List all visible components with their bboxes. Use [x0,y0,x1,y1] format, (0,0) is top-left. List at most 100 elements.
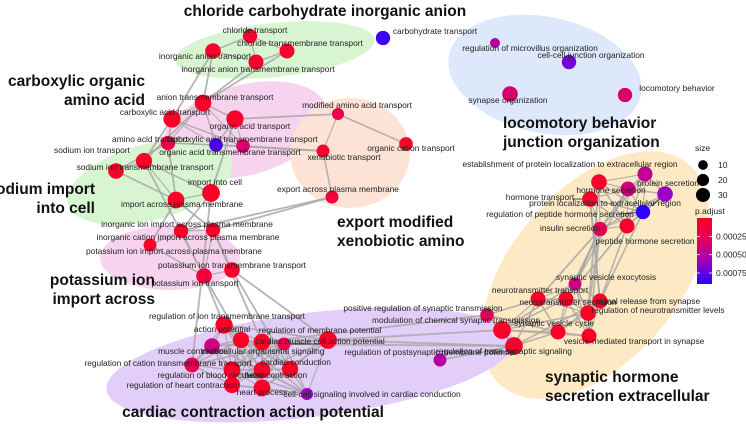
node-regulation-of-trans-synaptic-signaling[interactable] [505,337,523,355]
node-regulation-of-membrane-potential[interactable] [319,331,337,349]
network-edge [599,225,628,302]
node-inorganic-anion-transmembrane-transport[interactable] [248,54,264,70]
node-label-modified-amino-acid-transport: modified amino acid transport [302,100,413,110]
node-regulation-of-heart-contraction[interactable] [223,376,241,394]
node-export-across-plasma-membrane[interactable] [325,190,339,204]
node-import-across-plasma-membrane[interactable] [167,191,185,209]
node-cell-cell-signaling-involved-in-cardiac-conduction[interactable] [300,387,314,401]
node-sodium-ion-transport[interactable] [135,152,153,170]
network-edge [501,329,590,337]
node-label-protein-localization-to-extracellular-region: protein localization to extracellular re… [529,198,681,208]
node-vesicle-mediated-transport-in-synapse[interactable] [581,328,597,344]
node-multicellular-organismal-signaling[interactable] [253,333,271,351]
network-edge [223,324,329,341]
node-modulation-of-chemical-synaptic-transmission[interactable] [493,321,511,339]
node-regulation-of-microvillus-organization[interactable] [490,38,500,48]
node-heart-contraction[interactable] [253,361,271,379]
node-protein-secretion[interactable] [620,181,636,197]
node-regulation-of-ion-transmembrane-transport[interactable] [215,316,233,334]
node-synapse-organization[interactable] [502,86,518,102]
node-regulation-of-neurotransmitter-levels[interactable] [580,305,596,321]
node-action-potential[interactable] [232,331,250,349]
network-edge [171,118,244,147]
size-legend-dot-20 [696,173,710,187]
node-modified-amino-acid-transport[interactable] [331,107,345,121]
node-label-potassium-ion-transport: potassium ion transport [151,278,239,288]
node-regulation-of-peptide-hormone-secretion[interactable] [635,204,651,220]
node-label-inorganic-anion-transmembrane-transport: inorganic anion transmembrane transport [181,64,335,74]
node-neurotransmitter-transport[interactable] [530,291,546,307]
node-carboxylic-acid-transport[interactable] [163,110,181,128]
network-edge [202,50,288,104]
network-edge [203,229,214,277]
node-label-cardiac-conduction: cardiac conduction [261,357,331,367]
node-chloride-transmembrane-transport[interactable] [279,43,295,59]
node-organic-cation-transport[interactable] [399,137,413,151]
node-import-into-cell[interactable] [202,184,220,202]
node-heart-process[interactable] [253,379,271,397]
node-peptide-hormone-secretion[interactable] [619,218,635,234]
node-signal-release-from-synapse[interactable] [592,293,608,309]
network-edge [149,244,205,277]
network-edge [240,339,308,395]
node-label-cell-cell-signaling-involved-in-cardiac-conduction: cell-cell signaling involved in cardiac … [283,389,461,399]
node-sodium-ion-transmembrane-transport[interactable] [108,163,124,179]
node-inorganic-ion-import-across-plasma-membrane[interactable] [173,223,189,239]
node-cardiac-conduction[interactable] [281,360,299,378]
node-cardiac-muscle-cell-action-potential[interactable] [277,337,291,351]
node-muscle-contraction[interactable] [204,338,220,354]
node-neurotransmitter-secretion[interactable] [558,291,574,307]
node-label-organic-cation-transport: organic cation transport [367,143,455,153]
node-synaptic-vesicle-exocytosis[interactable] [568,277,582,291]
node-label-regulation-of-blood-circulation: regulation of blood circulation [158,370,267,380]
node-chloride-transport[interactable] [242,28,258,44]
node-label-modulation-of-chemical-synaptic-transmission: modulation of chemical synaptic transmis… [372,315,540,325]
network-edge [149,199,177,246]
node-insulin-secretion[interactable] [592,221,608,237]
node-synaptic-vesicle-cycle[interactable] [550,324,566,340]
node-potassium-ion-transmembrane-transport[interactable] [224,262,240,278]
node-organic-acid-transport[interactable] [226,110,244,128]
node-protein-localization-to-extracellular-region[interactable] [657,186,673,202]
network-edge [322,150,333,198]
network-edge [212,229,263,343]
network-edge [537,228,601,300]
node-carbohydrate-transport[interactable] [375,30,391,46]
node-positive-regulation-of-synaptic-transmission[interactable] [480,308,494,322]
node-establishment-of-protein-localization-to-extracellular-region[interactable] [637,166,653,182]
node-inorganic-cation-import-across-plasma-membrane[interactable] [205,222,221,238]
node-inorganic-anion-transport[interactable] [205,43,221,59]
network-edge [234,113,339,120]
node-locomotory-behavior[interactable] [617,87,633,103]
network-edge [167,142,177,201]
node-amino-acid-transport[interactable] [160,135,176,151]
network-edge [215,144,324,152]
network-edge [501,283,576,331]
node-hormone-secretion[interactable] [591,174,607,190]
node-regulation-of-cation-transmembrane-transport[interactable] [184,357,200,373]
node-regulation-of-postsynaptic-membrane-potential[interactable] [433,353,447,367]
node-label-sodium-ion-transport: sodium ion transport [54,145,131,155]
cluster-ellipse-cardiac [106,307,514,423]
network-edge [231,343,285,371]
node-hormone-transport[interactable] [582,191,598,207]
network-edge [589,198,601,302]
node-cell-cell-junction-organization[interactable] [561,54,577,70]
node-potassium-ion-transport[interactable] [196,268,212,284]
node-carboxylic-acid-transmembrane-transport[interactable] [209,138,223,152]
network-edge [240,339,263,389]
network-edge [337,113,407,145]
node-label-positive-regulation-of-synaptic-transmission: positive regulation of synaptic transmis… [343,303,503,313]
node-label-peptide-hormone-secretion: peptide hormone secretion [595,236,695,246]
network-edge [599,173,646,230]
node-potassium-ion-import-across-plasma-membrane[interactable] [143,238,157,252]
node-organic-acid-transmembrane-transport[interactable] [236,139,250,153]
node-xenobiotic-transport[interactable] [316,144,330,158]
node-regulation-of-blood-circulation[interactable] [223,361,241,379]
node-anion-transmembrane-transport[interactable] [194,94,212,112]
size-legend-dot-10 [698,160,708,170]
node-label-signal-release-from-synapse: signal release from synapse [596,296,701,306]
